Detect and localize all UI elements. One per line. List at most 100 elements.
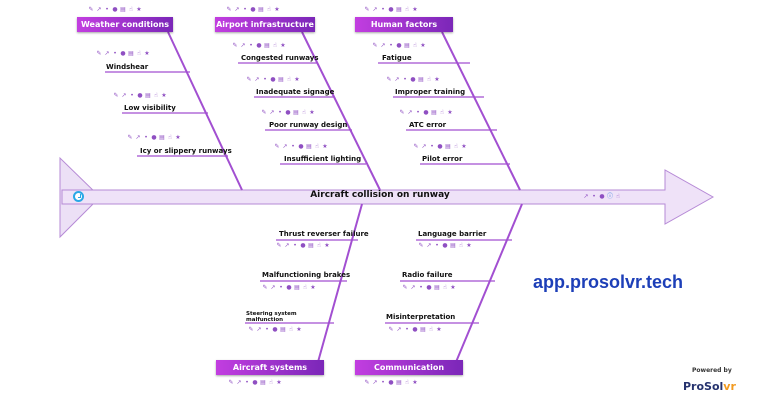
link-icon[interactable]: ↗ [394, 76, 400, 83]
lightbulb-icon[interactable]: • [389, 42, 393, 49]
document-icon[interactable]: ▤ [450, 242, 456, 249]
link-icon[interactable]: ↗ [240, 42, 246, 49]
link-icon[interactable]: ↗ [96, 6, 102, 13]
edit-icon[interactable]: ✎ [372, 42, 378, 49]
star-icon[interactable]: ★ [436, 326, 442, 333]
lightbulb-icon[interactable]: • [245, 379, 249, 386]
edit-icon[interactable]: ✎ [246, 76, 252, 83]
category-human-factors[interactable]: Human factors [355, 17, 453, 32]
star-icon[interactable]: ★ [136, 6, 142, 13]
link-icon[interactable]: ↗ [421, 143, 427, 150]
thumbs-up-icon[interactable]: ☝ [129, 6, 133, 13]
lightbulb-icon[interactable]: • [113, 50, 117, 57]
edit-icon[interactable]: ✎ [113, 92, 119, 99]
category-aircraft-systems[interactable]: Aircraft systems [216, 360, 324, 375]
thumbs-up-icon[interactable]: ☝ [429, 326, 433, 333]
thumbs-up-icon[interactable]: ☝ [443, 284, 447, 291]
star-icon[interactable]: ★ [175, 134, 181, 141]
clock-icon[interactable] [73, 191, 84, 202]
toolbar-improper-training[interactable]: ✎↗•●▤☝★ [386, 76, 440, 84]
lightbulb-icon[interactable]: • [381, 6, 385, 13]
lightbulb-icon[interactable]: • [263, 76, 267, 83]
star-icon[interactable]: ★ [144, 50, 150, 57]
star-icon[interactable]: ★ [461, 143, 467, 150]
user-icon[interactable]: ● [412, 326, 418, 333]
star-icon[interactable]: ★ [412, 6, 418, 13]
thumbs-up-icon[interactable]: ☝ [168, 134, 172, 141]
link-icon[interactable]: ↗ [396, 326, 402, 333]
lightbulb-icon[interactable]: • [105, 6, 109, 13]
star-icon[interactable]: ★ [310, 284, 316, 291]
link-icon[interactable]: ↗ [254, 76, 260, 83]
link-icon[interactable]: ↗ [282, 143, 288, 150]
lightbulb-icon[interactable]: • [249, 42, 253, 49]
toolbar-head[interactable]: ↗•●ⓘ☝ [583, 193, 621, 201]
toolbar-language-barrier[interactable]: ✎↗•●▤☝★ [418, 242, 472, 250]
edit-icon[interactable]: ✎ [402, 284, 408, 291]
category-airport-infrastructure[interactable]: Airport infrastructure [215, 17, 315, 32]
thumbs-up-icon[interactable]: ☝ [427, 76, 431, 83]
lightbulb-icon[interactable]: • [592, 193, 596, 200]
document-icon[interactable]: ▤ [434, 284, 440, 291]
lightbulb-icon[interactable]: • [293, 242, 297, 249]
document-icon[interactable]: ▤ [128, 50, 134, 57]
edit-icon[interactable]: ✎ [274, 143, 280, 150]
document-icon[interactable]: ▤ [260, 379, 266, 386]
document-icon[interactable]: ▤ [306, 143, 312, 150]
document-icon[interactable]: ▤ [396, 379, 402, 386]
link-icon[interactable]: ↗ [121, 92, 127, 99]
document-icon[interactable]: ▤ [294, 284, 300, 291]
toolbar-poor-runway-design[interactable]: ✎↗•●▤☝★ [261, 109, 315, 117]
lightbulb-icon[interactable]: • [403, 76, 407, 83]
link-icon[interactable]: ↗ [407, 109, 413, 116]
edit-icon[interactable]: ✎ [226, 6, 232, 13]
toolbar-insufficient-lighting[interactable]: ✎↗•●▤☝★ [274, 143, 328, 151]
link-icon[interactable]: ↗ [269, 109, 275, 116]
cause-improper-training[interactable]: Improper training [395, 88, 466, 96]
thumbs-up-icon[interactable]: ☝ [440, 109, 444, 116]
thumbs-up-icon[interactable]: ☝ [616, 193, 620, 200]
toolbar-malfunctioning-brakes[interactable]: ✎↗•●▤☝★ [262, 284, 316, 292]
user-icon[interactable]: ● [396, 42, 402, 49]
toolbar-steering-system-malfunction[interactable]: ✎↗•●▤☝★ [248, 326, 302, 334]
document-icon[interactable]: ▤ [120, 6, 126, 13]
user-icon[interactable]: ● [270, 76, 276, 83]
document-icon[interactable]: ▤ [420, 326, 426, 333]
user-icon[interactable]: ● [426, 284, 432, 291]
cause-congested-runways[interactable]: Congested runways [241, 54, 319, 62]
link-icon[interactable]: ↗ [284, 242, 290, 249]
document-icon[interactable]: ▤ [159, 134, 165, 141]
toolbar-icy-runways[interactable]: ✎↗•●▤☝★ [127, 134, 181, 142]
star-icon[interactable]: ★ [450, 284, 456, 291]
edit-icon[interactable]: ✎ [127, 134, 133, 141]
lightbulb-icon[interactable]: • [291, 143, 295, 150]
cause-inadequate-signage[interactable]: Inadequate signage [256, 88, 335, 96]
user-icon[interactable]: ● [388, 379, 394, 386]
toolbar-communication[interactable]: ✎↗•●▤☝★ [364, 379, 418, 387]
star-icon[interactable]: ★ [280, 42, 286, 49]
star-icon[interactable]: ★ [466, 242, 472, 249]
user-icon[interactable]: ● [256, 42, 262, 49]
link-icon[interactable]: ↗ [256, 326, 262, 333]
document-icon[interactable]: ▤ [308, 242, 314, 249]
thumbs-up-icon[interactable]: ☝ [269, 379, 273, 386]
star-icon[interactable]: ★ [447, 109, 453, 116]
edit-icon[interactable]: ✎ [413, 143, 419, 150]
lightbulb-icon[interactable]: • [419, 284, 423, 291]
thumbs-up-icon[interactable]: ☝ [454, 143, 458, 150]
star-icon[interactable]: ★ [296, 326, 302, 333]
cause-pilot-error[interactable]: Pilot error [422, 155, 463, 163]
star-icon[interactable]: ★ [412, 379, 418, 386]
link-icon[interactable]: ↗ [236, 379, 242, 386]
toolbar-airport-infrastructure[interactable]: ✎↗•●▤☝★ [226, 6, 280, 14]
lightbulb-icon[interactable]: • [430, 143, 434, 150]
document-icon[interactable]: ▤ [258, 6, 264, 13]
lightbulb-icon[interactable]: • [243, 6, 247, 13]
thumbs-up-icon[interactable]: ☝ [315, 143, 319, 150]
edit-icon[interactable]: ✎ [262, 284, 268, 291]
thumbs-up-icon[interactable]: ☝ [405, 379, 409, 386]
star-icon[interactable]: ★ [276, 379, 282, 386]
star-icon[interactable]: ★ [161, 92, 167, 99]
document-icon[interactable]: ▤ [278, 76, 284, 83]
document-icon[interactable]: ▤ [431, 109, 437, 116]
